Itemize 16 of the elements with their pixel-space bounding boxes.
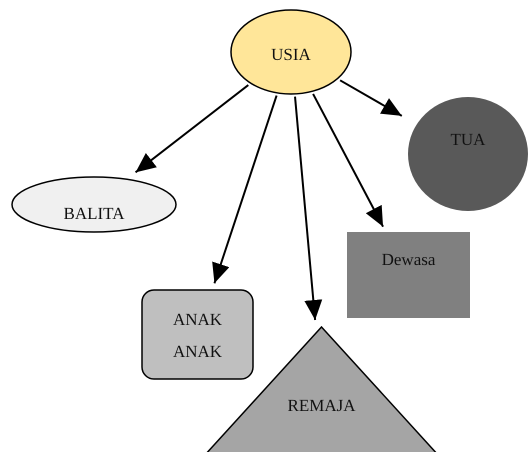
- node-label: Dewasa: [382, 249, 436, 271]
- ellipse-node: [11, 176, 177, 233]
- arrow: [294, 96, 322, 320]
- node-label: USIA: [271, 44, 311, 66]
- node-label: BALITA: [64, 203, 124, 225]
- square-node: [347, 232, 470, 318]
- node-label: ANAK ANAK: [172, 309, 224, 364]
- node-label: REMAJA: [287, 395, 356, 417]
- rounded-box: [141, 289, 254, 380]
- arrow: [312, 93, 384, 228]
- arrow: [134, 84, 249, 174]
- circle-node: [407, 96, 529, 212]
- ellipse-node: [230, 9, 352, 95]
- arrow: [340, 79, 402, 117]
- node-label: TUA: [450, 129, 486, 151]
- arrow: [212, 95, 278, 284]
